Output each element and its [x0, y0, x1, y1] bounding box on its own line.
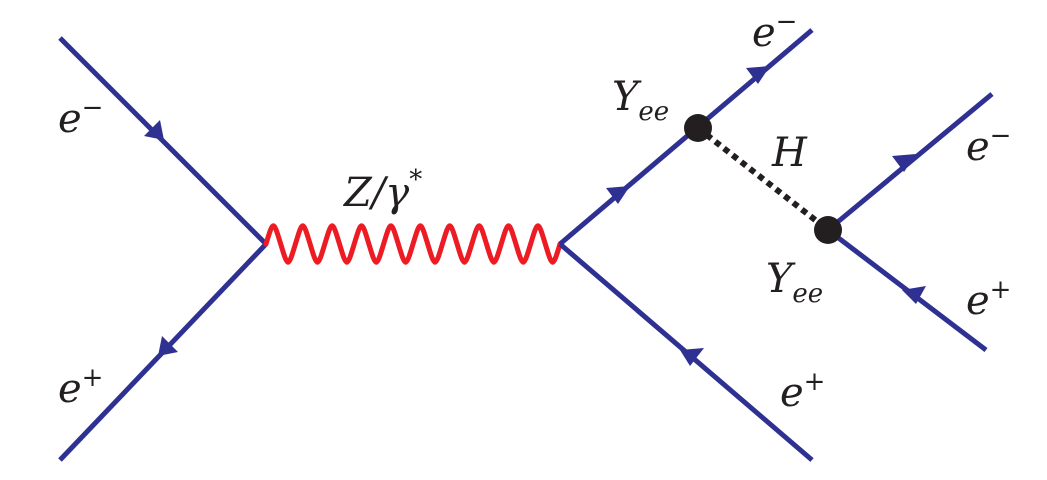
yukawa-vertex-top: [684, 114, 712, 142]
outgoing-electron-line: [558, 28, 814, 246]
outgoing-electron-arrow-upper: [746, 66, 770, 84]
outgoing-electron-arrow-lower: [606, 186, 630, 204]
incoming-electron-arrow: [144, 120, 164, 140]
label-z-gamma: Z/γ*: [342, 165, 422, 216]
higgs-propagator: [696, 125, 830, 233]
incoming-positron-arrow: [158, 336, 178, 356]
label-yukawa-bottom: Yee: [766, 256, 823, 309]
label-decay-electron: e−: [966, 121, 1011, 170]
z-gamma-propagator: [263, 223, 563, 265]
label-outgoing-electron: e−: [752, 7, 797, 56]
label-decay-positron: e+: [966, 275, 1011, 324]
incoming-electron-line: [58, 36, 268, 246]
decay-positron-arrow: [902, 286, 926, 304]
yukawa-vertex-bottom: [814, 216, 842, 244]
label-incoming-positron: e+: [58, 363, 103, 412]
label-higgs: H: [771, 130, 808, 176]
label-outgoing-positron: e+: [780, 367, 825, 416]
label-yukawa-top: Yee: [612, 74, 669, 127]
outgoing-positron-arrow: [680, 348, 704, 366]
decay-electron-arrow: [892, 154, 916, 172]
label-incoming-electron: e−: [58, 93, 103, 142]
